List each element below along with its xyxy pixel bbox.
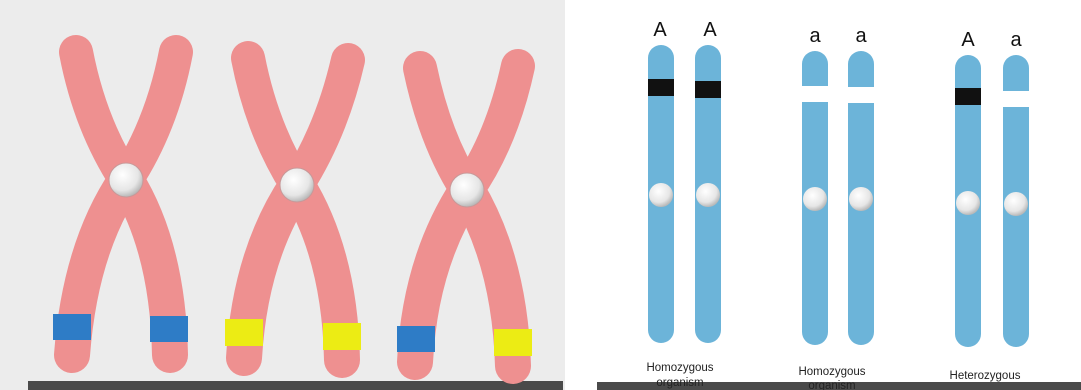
- allele-band-dominant: [648, 79, 674, 96]
- allele-label: a: [809, 25, 821, 47]
- centromere: [649, 183, 673, 207]
- gene-band: [53, 314, 91, 340]
- centromere: [109, 163, 143, 197]
- centromere: [280, 168, 314, 202]
- allele-band-recessive: [802, 86, 828, 102]
- gene-band: [397, 326, 435, 352]
- pair-caption: Homozygous: [798, 366, 865, 378]
- centromere: [696, 183, 720, 207]
- allele-label: a: [1010, 29, 1022, 51]
- allele-label: A: [961, 29, 975, 51]
- pair-caption-line2: organism: [656, 377, 703, 389]
- centromere: [450, 173, 484, 207]
- pair-caption-line2: organism: [808, 380, 855, 390]
- gene-band: [323, 323, 361, 350]
- gene-band: [494, 329, 532, 356]
- centromere: [1004, 192, 1028, 216]
- allele-label: a: [855, 25, 867, 47]
- gene-band: [150, 316, 188, 342]
- pair-caption: Homozygous: [646, 362, 713, 374]
- allele-band-recessive: [848, 87, 874, 103]
- left-panel: [0, 0, 565, 390]
- allele-label: A: [703, 19, 717, 41]
- pair-caption: Heterozygous: [950, 370, 1021, 382]
- allele-band-recessive: [1003, 91, 1029, 107]
- right-panel: A A Homozygous organism a a Homozygous o…: [565, 0, 1081, 390]
- centromere: [956, 191, 980, 215]
- allele-label: A: [653, 19, 667, 41]
- left-panel-bottom-bar: [28, 381, 563, 390]
- allele-band-dominant: [695, 81, 721, 98]
- centromere: [803, 187, 827, 211]
- allele-band-dominant: [955, 88, 981, 105]
- centromere: [849, 187, 873, 211]
- gene-band: [225, 319, 263, 346]
